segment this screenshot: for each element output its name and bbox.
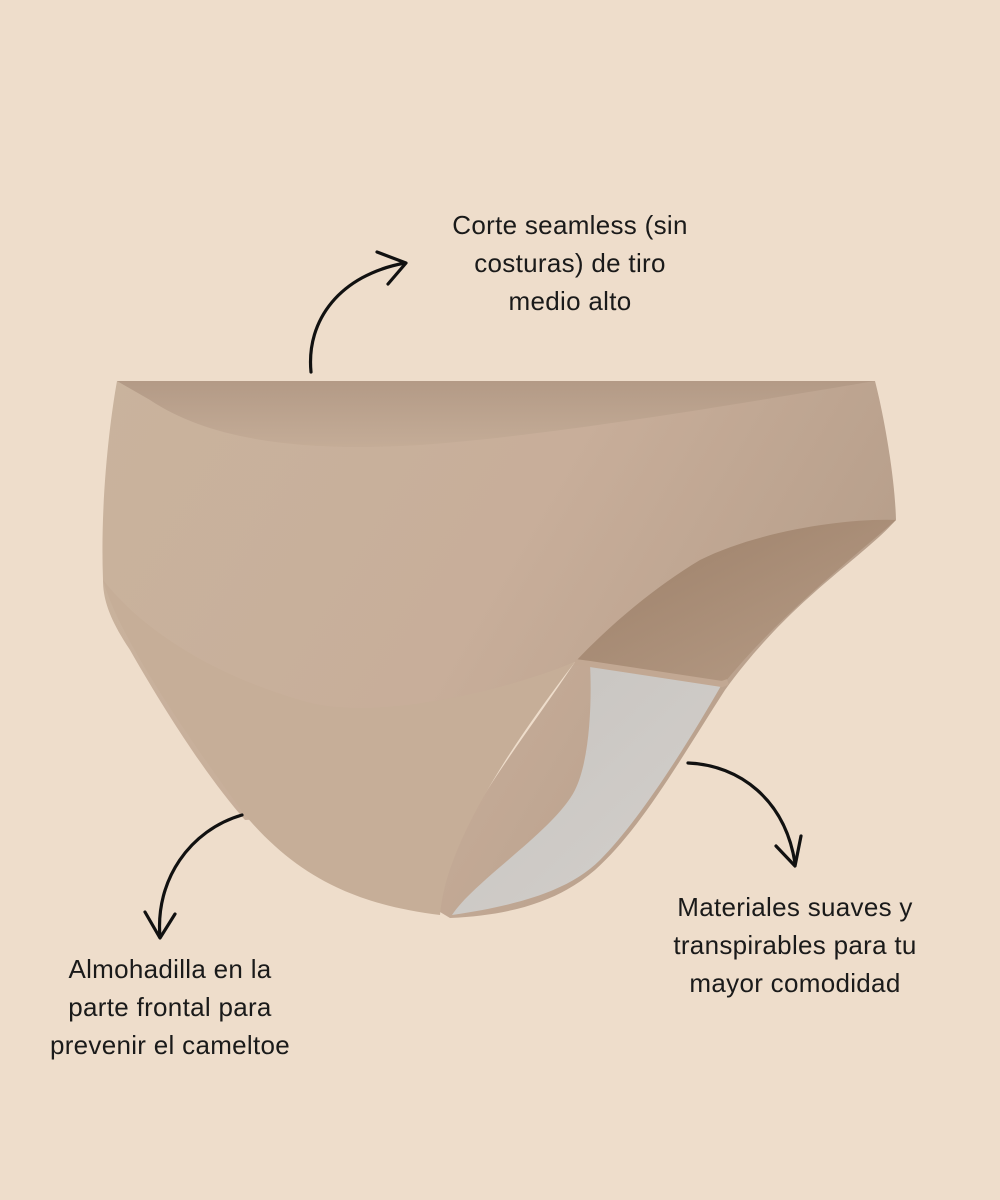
gusset-trim <box>574 659 729 688</box>
callout-soft-materials: Materiales suaves y transpirables para t… <box>673 892 917 998</box>
callout-seamless-cut: Corte seamless (sin costuras) de tiro me… <box>452 210 688 316</box>
waistband-inner <box>117 381 875 447</box>
gusset-lining <box>452 664 722 915</box>
curved-arrow-up-right-icon <box>308 250 408 374</box>
leg-opening-inner <box>575 519 896 682</box>
callout-front-pad: Almohadilla en la parte frontal para pre… <box>49 954 291 1060</box>
curved-arrow-down-left-icon <box>143 813 244 940</box>
curved-arrow-down-right-icon <box>686 761 803 868</box>
garment-front-lower <box>103 580 575 915</box>
